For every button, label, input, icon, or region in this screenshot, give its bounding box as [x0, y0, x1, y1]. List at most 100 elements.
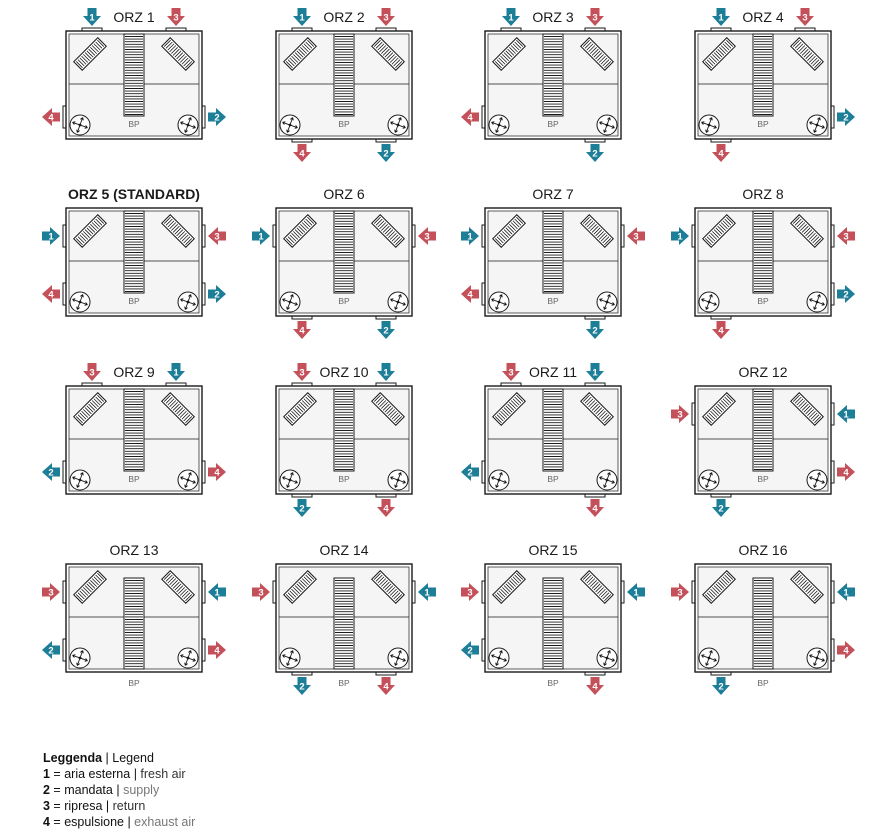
airflow-arrow-3: 3 — [671, 405, 689, 423]
fan-icon — [279, 114, 301, 136]
airflow-arrow-1: 1 — [208, 583, 226, 601]
airflow-arrow-1: 1 — [586, 363, 604, 381]
port-number: 3 — [677, 588, 682, 599]
port-number: 1 — [48, 232, 54, 243]
fan-icon — [69, 647, 91, 669]
bypass-label: BP — [338, 678, 350, 688]
port-number: 1 — [383, 368, 389, 379]
fan-icon — [279, 647, 301, 669]
airflow-arrow-2: 2 — [377, 321, 395, 339]
configuration-title: ORZ 6 — [323, 186, 365, 202]
filter-icon — [161, 392, 195, 426]
airflow-arrow-4: 4 — [712, 321, 730, 339]
port-number: 1 — [258, 232, 264, 243]
airflow-arrow-4: 4 — [712, 144, 730, 162]
heat-exchanger-core — [542, 577, 564, 670]
bypass-label: BP — [338, 296, 350, 306]
airflow-arrow-1: 1 — [418, 583, 436, 601]
port-number: 2 — [214, 113, 219, 124]
airflow-arrow-3: 3 — [796, 8, 814, 26]
fan-icon — [596, 647, 618, 669]
fan-icon — [177, 469, 199, 491]
heat-exchanger-core — [752, 577, 774, 670]
configuration-title: ORZ 11 — [529, 364, 577, 380]
port-number: 4 — [48, 113, 54, 124]
legend-item-supply: 2 = mandata | supply — [43, 783, 160, 797]
port-number: 2 — [299, 682, 304, 693]
filter-icon — [580, 392, 614, 426]
fan-icon — [488, 291, 510, 313]
bypass-label: BP — [757, 119, 769, 129]
airflow-arrow-3: 3 — [418, 227, 436, 245]
airflow-arrow-4: 4 — [293, 144, 311, 162]
port-number: 2 — [467, 468, 472, 479]
legend-item-exhaust: 4 = espulsione | exhaust air — [43, 815, 196, 829]
airflow-arrow-1: 1 — [712, 8, 730, 26]
port-number: 4 — [214, 646, 220, 657]
filter-icon — [492, 214, 526, 248]
airflow-arrow-4: 4 — [293, 321, 311, 339]
configuration-title: ORZ 13 — [109, 542, 159, 558]
fan-icon — [488, 647, 510, 669]
port-number: 4 — [299, 326, 305, 337]
fan-icon — [698, 291, 720, 313]
bypass-label: BP — [128, 296, 140, 306]
port-number: 3 — [89, 368, 94, 379]
port-number: 1 — [467, 232, 473, 243]
filter-icon — [702, 570, 736, 604]
bypass-label: BP — [338, 474, 350, 484]
filter-icon — [492, 570, 526, 604]
airflow-arrow-1: 1 — [671, 227, 689, 245]
filter-icon — [161, 37, 195, 71]
port-number: 2 — [843, 290, 848, 301]
port-number: 1 — [718, 13, 724, 24]
configuration-title: ORZ 2 — [323, 9, 365, 25]
bypass-label: BP — [757, 474, 769, 484]
port-number: 3 — [508, 368, 513, 379]
port-number: 2 — [48, 646, 53, 657]
airflow-arrow-2: 2 — [461, 463, 479, 481]
port-number: 1 — [299, 13, 305, 24]
filter-icon — [371, 570, 405, 604]
filter-icon — [283, 392, 317, 426]
port-number: 3 — [677, 410, 682, 421]
heat-exchanger-core — [333, 577, 355, 670]
port-number: 2 — [843, 113, 848, 124]
legend-item-return: 3 = ripresa | return — [43, 799, 146, 813]
airflow-arrow-3: 3 — [377, 8, 395, 26]
fan-icon — [698, 114, 720, 136]
port-number: 3 — [299, 368, 304, 379]
airflow-arrow-4: 4 — [837, 463, 855, 481]
bypass-label: BP — [547, 678, 559, 688]
port-number: 1 — [677, 232, 683, 243]
configuration-title: ORZ 14 — [319, 542, 369, 558]
airflow-arrow-2: 2 — [586, 144, 604, 162]
port-number: 4 — [718, 149, 724, 160]
airflow-arrow-2: 2 — [712, 499, 730, 517]
airflow-arrow-2: 2 — [208, 108, 226, 126]
fan-icon — [387, 114, 409, 136]
filter-icon — [371, 214, 405, 248]
filter-icon — [790, 570, 824, 604]
port-number: 2 — [718, 682, 723, 693]
bypass-label: BP — [547, 119, 559, 129]
airflow-arrow-2: 2 — [42, 463, 60, 481]
bypass-label: BP — [757, 296, 769, 306]
fan-icon — [806, 114, 828, 136]
configuration-title: ORZ 16 — [738, 542, 788, 558]
filter-icon — [73, 214, 107, 248]
bypass-label: BP — [757, 678, 769, 688]
port-number: 1 — [843, 588, 849, 599]
port-number: 3 — [48, 588, 53, 599]
heat-exchanger-core — [123, 577, 145, 670]
airflow-arrow-3: 3 — [461, 583, 479, 601]
legend: Leggenda | Legend 1 = aria esterna | fre… — [43, 750, 195, 830]
fan-icon — [69, 469, 91, 491]
